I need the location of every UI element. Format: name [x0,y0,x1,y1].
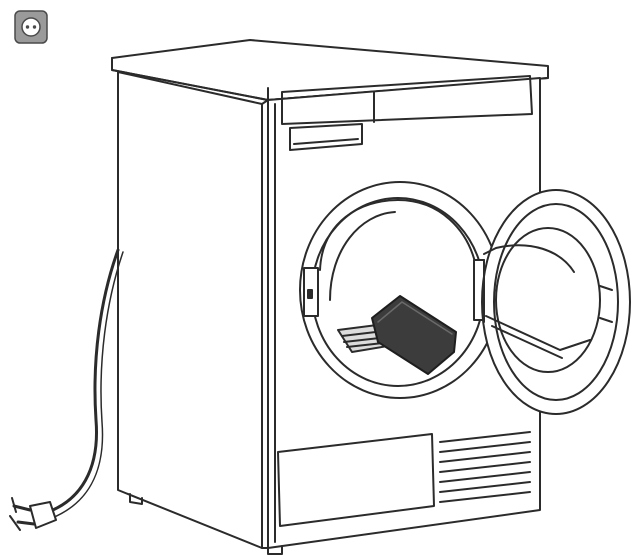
service-panel [277,433,435,527]
power-socket-icon [14,10,48,44]
dryer-left-side [117,71,263,549]
dryer-feet [129,493,283,555]
vent-grille [439,431,531,503]
dryer-accessory-icon [371,295,457,375]
control-panel [281,75,533,151]
power-plug-icon [9,497,57,531]
power-cable [46,248,124,519]
open-door [481,189,631,415]
